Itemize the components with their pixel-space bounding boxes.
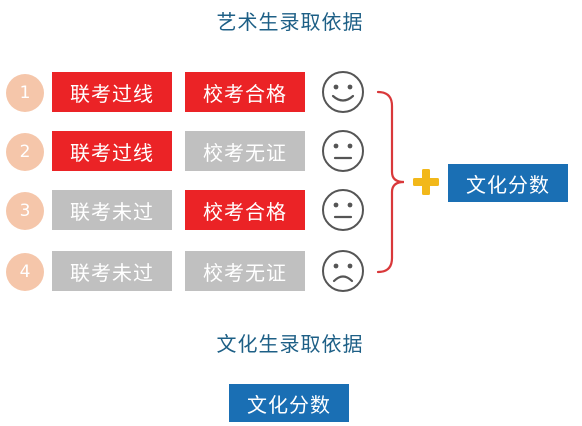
row-3-exam-status: 联考未过 <box>52 190 172 230</box>
row-number-4: 4 <box>6 253 44 291</box>
smile-face-icon <box>322 71 364 113</box>
row-number-3: 3 <box>6 192 44 230</box>
row-1-exam-status: 联考过线 <box>52 72 172 112</box>
row-3-school-status: 校考合格 <box>185 190 305 230</box>
culture-admission-title: 文化生录取依据 <box>216 332 364 356</box>
plus-icon <box>413 169 439 195</box>
neutral-face-icon <box>322 189 364 231</box>
culture-score-box-culture: 文化分数 <box>229 384 349 422</box>
culture-score-box-art: 文化分数 <box>448 164 568 202</box>
row-2-exam-status: 联考过线 <box>52 131 172 171</box>
neutral-face-icon <box>322 130 364 172</box>
row-1-school-status: 校考合格 <box>185 72 305 112</box>
row-4-school-status: 校考无证 <box>185 251 305 291</box>
row-4-exam-status: 联考未过 <box>52 251 172 291</box>
row-number-2: 2 <box>6 133 44 171</box>
row-2-school-status: 校考无证 <box>185 131 305 171</box>
sad-face-icon <box>322 250 364 292</box>
art-admission-title: 艺术生录取依据 <box>216 10 364 34</box>
row-number-1: 1 <box>6 74 44 112</box>
